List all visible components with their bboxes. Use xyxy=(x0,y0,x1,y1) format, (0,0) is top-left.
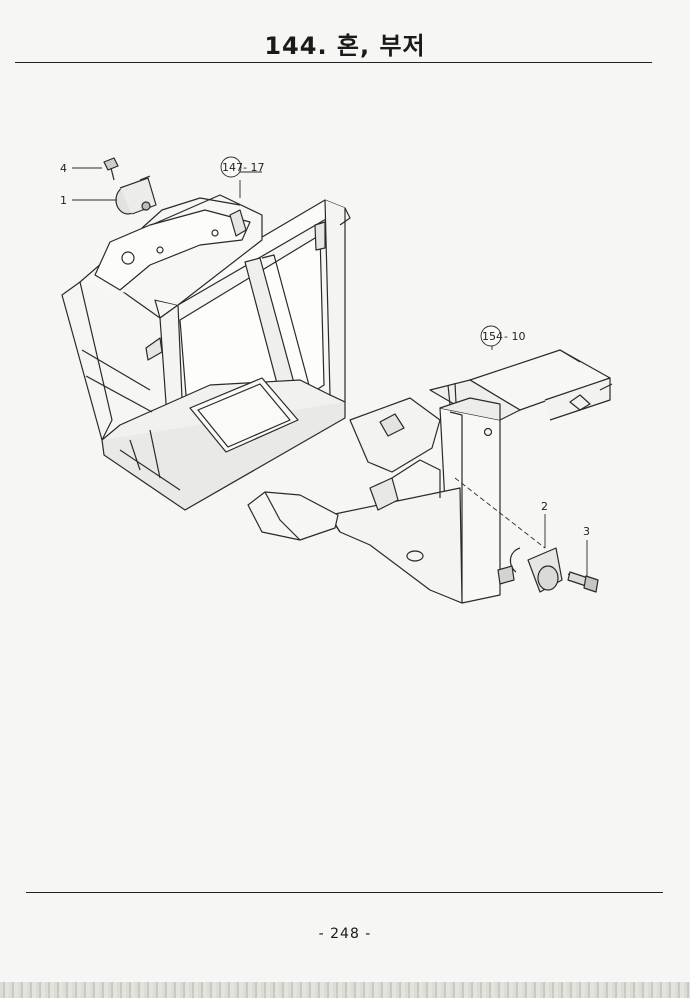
page-number: - 248 - xyxy=(318,926,372,942)
bolt-part-3 xyxy=(567,571,599,593)
callout-ref-154: 154 xyxy=(482,330,503,343)
bolt-part-4 xyxy=(103,157,119,181)
radiator-frame xyxy=(61,194,351,511)
scan-edge xyxy=(0,982,690,998)
callout-ref-154-suffix: - 10 xyxy=(504,330,525,343)
page-title: 144. 혼, 부저 xyxy=(264,32,426,60)
callout-ref-147-suffix: - 17 xyxy=(243,161,264,174)
front-axle-bracket xyxy=(247,349,613,604)
top-divider xyxy=(15,62,652,63)
callout-4: 4 xyxy=(60,162,67,175)
callout-ref-147: 147 xyxy=(222,161,243,174)
callout-2: 2 xyxy=(541,500,548,513)
buzzer-part xyxy=(497,547,563,593)
horn-part xyxy=(115,175,157,215)
callout-1: 1 xyxy=(60,194,67,207)
bottom-divider xyxy=(26,892,663,893)
callout-3: 3 xyxy=(583,525,590,538)
